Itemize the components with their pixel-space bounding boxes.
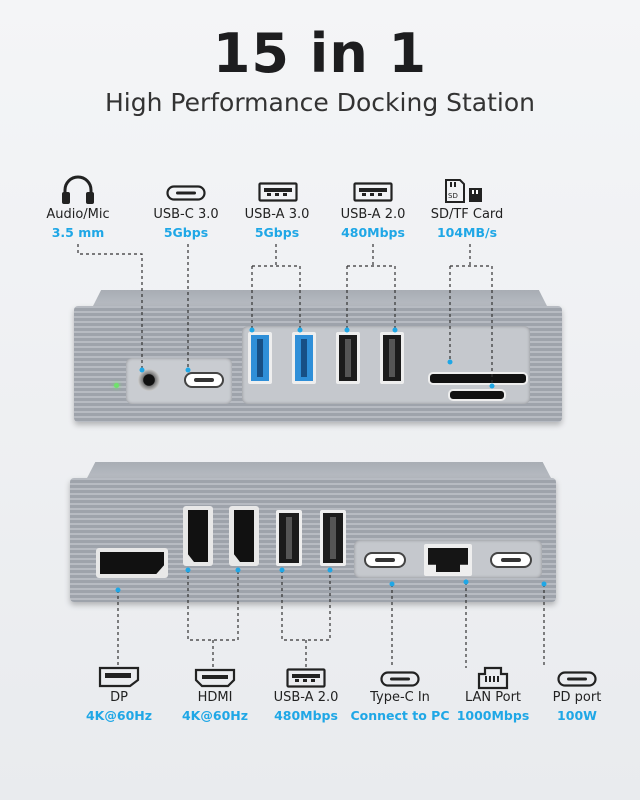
- port-name: Type-C In: [370, 690, 430, 705]
- usb-a-3-port: [292, 332, 316, 384]
- port-name: PD port: [552, 690, 602, 705]
- port-name: USB-A 3.0: [244, 207, 310, 222]
- usb-c-icon: [166, 185, 206, 201]
- usb-a-icon: [286, 668, 326, 688]
- usb-a-2-port: [276, 510, 302, 566]
- port-spec: 5Gbps: [163, 225, 209, 240]
- label-hdmi: HDMI 4K@60Hz: [160, 689, 270, 725]
- displayport-icon: [98, 666, 140, 688]
- audio-jack: [138, 369, 160, 391]
- label-usb-a-2-bottom: USB-A 2.0 480Mbps: [251, 689, 361, 725]
- status-led: [114, 383, 119, 388]
- label-type-c-in: Type-C In Connect to PC: [345, 689, 455, 725]
- usb-c-icon: [380, 671, 420, 687]
- label-lan-port: LAN Port 1000Mbps: [438, 689, 548, 725]
- svg-text:SD: SD: [448, 192, 458, 200]
- ethernet-port: [424, 544, 472, 576]
- port-spec: 4K@60Hz: [181, 708, 248, 723]
- port-spec: 4K@60Hz: [85, 708, 152, 723]
- label-usb-c-3: USB-C 3.0 5Gbps: [131, 206, 241, 242]
- usb-c-icon: [557, 671, 597, 687]
- page-subtitle: High Performance Docking Station: [104, 88, 536, 117]
- port-name: USB-A 2.0: [273, 690, 339, 705]
- port-spec: 100W: [557, 708, 597, 723]
- label-dp: DP 4K@60Hz: [64, 689, 174, 725]
- port-name: DP: [110, 690, 128, 705]
- page-title: 15 in 1: [212, 22, 428, 85]
- dock-rear-top-surface: [86, 462, 552, 480]
- ethernet-icon: [477, 666, 509, 690]
- usb-c-pd-port: [490, 552, 532, 568]
- port-spec: 104MB/s: [436, 225, 498, 240]
- usb-a-3-port: [248, 332, 272, 384]
- tf-card-slot: [448, 389, 506, 401]
- usb-a-2-port: [380, 332, 404, 384]
- port-name: USB-A 2.0: [340, 207, 406, 222]
- usb-a-icon: [258, 182, 298, 202]
- usb-a-2-port: [336, 332, 360, 384]
- port-name: LAN Port: [464, 690, 522, 705]
- port-name: HDMI: [197, 690, 233, 705]
- hdmi-port: [229, 506, 259, 566]
- port-name: USB-C 3.0: [153, 207, 219, 222]
- hdmi-port: [183, 506, 213, 566]
- displayport-port: [96, 548, 168, 578]
- port-spec: 480Mbps: [341, 225, 405, 240]
- usb-c-port: [184, 372, 224, 388]
- port-spec: 5Gbps: [254, 225, 300, 240]
- label-audio-mic: Audio/Mic 3.5 mm: [23, 206, 133, 242]
- usb-a-icon: [353, 182, 393, 202]
- sd-card-icon: SD: [445, 179, 482, 203]
- port-name: Audio/Mic: [46, 207, 110, 222]
- sd-card-slot: [428, 372, 528, 385]
- dock-front-top-surface: [92, 290, 548, 308]
- port-name: SD/TF Card: [430, 207, 504, 222]
- port-spec: 1000Mbps: [456, 708, 530, 723]
- usb-c-port: [364, 552, 406, 568]
- port-spec: 3.5 mm: [51, 225, 105, 240]
- label-usb-a-2-top: USB-A 2.0 480Mbps: [318, 206, 428, 242]
- port-spec: 480Mbps: [274, 708, 338, 723]
- headphones-icon: [62, 175, 94, 204]
- label-usb-a-3: USB-A 3.0 5Gbps: [222, 206, 332, 242]
- label-sd-tf: SD/TF Card 104MB/s: [412, 206, 522, 242]
- usb-a-2-port: [320, 510, 346, 566]
- label-pd-port: PD port 100W: [522, 689, 632, 725]
- port-spec: Connect to PC: [350, 708, 450, 723]
- hdmi-icon: [194, 668, 236, 688]
